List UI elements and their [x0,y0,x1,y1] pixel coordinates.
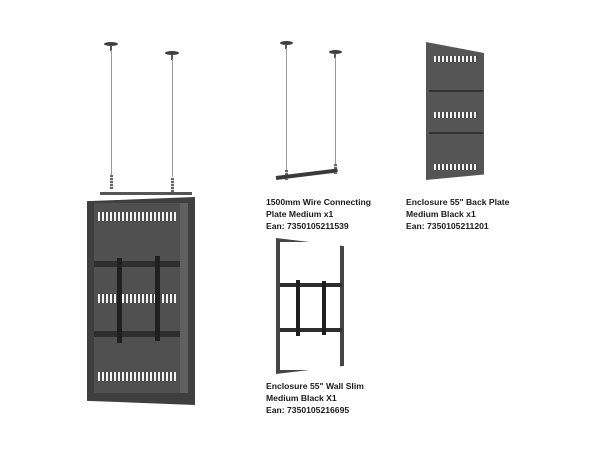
mount-rail-top [280,283,342,287]
ceiling-stem-left [285,44,287,49]
ceiling-stem-right [334,53,336,58]
mount-upright-right [155,256,160,341]
mount-upright-right [322,281,326,335]
ceiling-stem-right [171,54,173,60]
assembled-enclosure-illustration [0,0,240,450]
caption-wall-slim: Enclosure 55" Wall Slim Medium Black X1 … [266,380,364,416]
ceiling-mount-right-icon [165,51,179,55]
wire-left [286,48,287,176]
ceiling-mount-right-icon [329,50,342,54]
vent-row-bottom [98,372,176,381]
caption-line-title: Enclosure 55" Back Plate [406,197,510,207]
ceiling-mount-left-icon [280,41,293,45]
back-plate-rail-top [429,90,483,92]
mount-rail-bottom [94,331,180,337]
wire-hook-right-icon [171,178,174,192]
wire-left [111,50,112,175]
back-plate-panel [426,42,484,180]
mount-upright-left [296,280,300,336]
caption-line-ean: Ean: 7350105211539 [266,221,349,231]
mount-upright-left [117,258,122,343]
caption-line-variant: Plate Medium x1 [266,209,334,219]
vent-row-top [98,212,176,221]
wall-slim-illustration [276,238,348,376]
ceiling-stem-left [110,45,112,51]
wall-slim-frame [276,238,344,374]
vent-row-middle [98,294,176,303]
top-connecting-bar [100,192,192,195]
caption-wire-connecting-plate: 1500mm Wire Connecting Plate Medium x1 E… [266,196,371,232]
wire-right [172,59,173,177]
ceiling-mount-left-icon [104,42,118,46]
caption-back-plate: Enclosure 55" Back Plate Medium Black x1… [406,196,509,232]
back-plate-illustration [426,42,486,182]
vent-row-top [434,56,478,62]
caption-line-title: 1500mm Wire Connecting [266,197,371,207]
caption-line-variant: Medium Black x1 [406,209,476,219]
mount-rail-top [94,261,180,267]
wire-right [335,57,336,169]
caption-line-ean: Ean: 7350105211201 [406,221,489,231]
vent-row-middle [434,112,478,118]
caption-line-ean: Ean: 7350105216695 [266,405,350,415]
wire-connecting-plate-illustration [260,30,370,190]
back-plate-rail-bottom [429,132,483,134]
vent-row-bottom [434,164,478,170]
enclosure-side-depth [180,203,188,393]
wire-hook-left-icon [110,175,113,189]
caption-line-variant: Medium Black X1 [266,393,337,403]
mount-rail-bottom [280,328,342,332]
caption-line-title: Enclosure 55" Wall Slim [266,381,364,391]
